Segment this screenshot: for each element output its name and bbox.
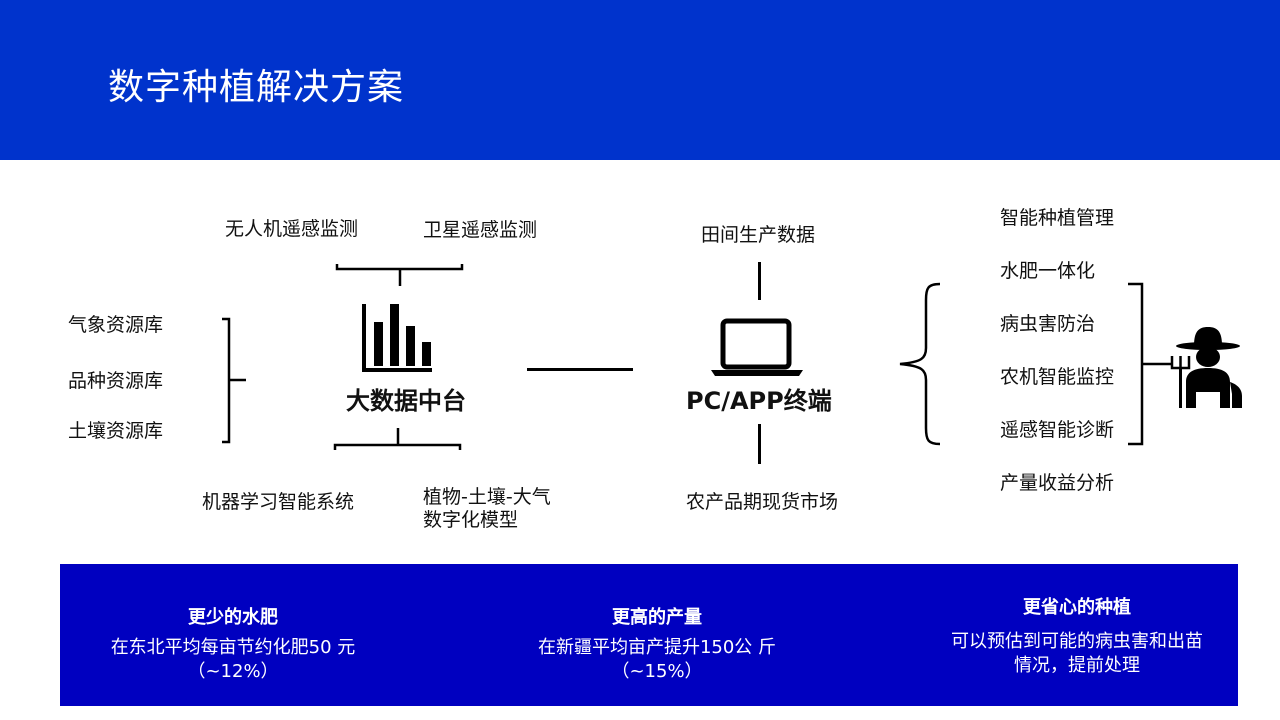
service-yield-analysis: 产量收益分析	[1000, 472, 1115, 494]
source-soil: 土壤资源库	[68, 420, 164, 442]
sensing-drone: 无人机遥感监测	[225, 218, 359, 240]
benefit-desc-line2: 情况，提前处理	[1014, 655, 1140, 676]
benefit-fertilizer: 更少的水肥 在东北平均每亩节约化肥50 元 （~12%）	[60, 606, 406, 684]
service-diagnosis: 遥感智能诊断	[1000, 419, 1115, 441]
sensing-satellite: 卫星遥感监测	[423, 219, 538, 241]
top-bracket	[335, 264, 464, 286]
model-psa-line1: 植物-土壤-大气	[423, 486, 551, 508]
services-brace	[899, 282, 941, 446]
benefit-desc-line1: 在新疆平均亩产提升150公 斤	[537, 637, 777, 658]
bar-chart-icon	[362, 304, 432, 372]
model-ml: 机器学习智能系统	[202, 491, 355, 513]
farmer-icon	[1170, 327, 1242, 408]
benefit-worry-free: 更省心的种植 可以预估到可能的病虫害和出苗 情况，提前处理	[920, 596, 1234, 678]
source-weather: 气象资源库	[68, 314, 164, 336]
benefit-title: 更高的产量	[612, 607, 702, 628]
benefit-desc-line2: （~12%）	[187, 661, 279, 682]
terminal-top-label: 田间生产数据	[701, 224, 816, 246]
left-bracket	[222, 317, 246, 444]
hub-terminal-connector	[527, 368, 633, 371]
benefit-desc-line1: 可以预估到可能的病虫害和出苗	[951, 631, 1203, 652]
hub-label: 大数据中台	[346, 387, 466, 415]
service-pest-control: 病虫害防治	[1000, 313, 1096, 335]
header-banner: 数字种植解决方案	[0, 0, 1280, 160]
laptop-icon	[711, 318, 803, 376]
service-fertigation: 水肥一体化	[1000, 260, 1096, 282]
benefit-desc-line2: （~15%）	[611, 661, 703, 682]
model-psa-line2: 数字化模型	[423, 509, 519, 531]
service-planting: 智能种植管理	[1000, 207, 1115, 229]
benefits-panel: 更少的水肥 在东北平均每亩节约化肥50 元 （~12%） 更高的产量 在新疆平均…	[60, 564, 1238, 706]
benefit-title: 更少的水肥	[188, 607, 278, 628]
terminal-bottom-label: 农产品期现货市场	[686, 491, 839, 513]
benefit-title: 更省心的种植	[1023, 597, 1131, 618]
terminal-bottom-connector	[758, 424, 761, 464]
right-bracket	[1128, 282, 1172, 446]
source-variety: 品种资源库	[68, 370, 164, 392]
service-machinery: 农机智能监控	[1000, 366, 1115, 388]
benefit-yield: 更高的产量 在新疆平均亩产提升150公 斤 （~15%）	[500, 606, 814, 684]
benefit-desc-line1: 在东北平均每亩节约化肥50 元	[110, 637, 356, 658]
bottom-bracket	[333, 428, 462, 450]
terminal-label: PC/APP终端	[686, 387, 832, 415]
page-title: 数字种植解决方案	[108, 67, 405, 108]
terminal-top-connector	[758, 262, 761, 300]
